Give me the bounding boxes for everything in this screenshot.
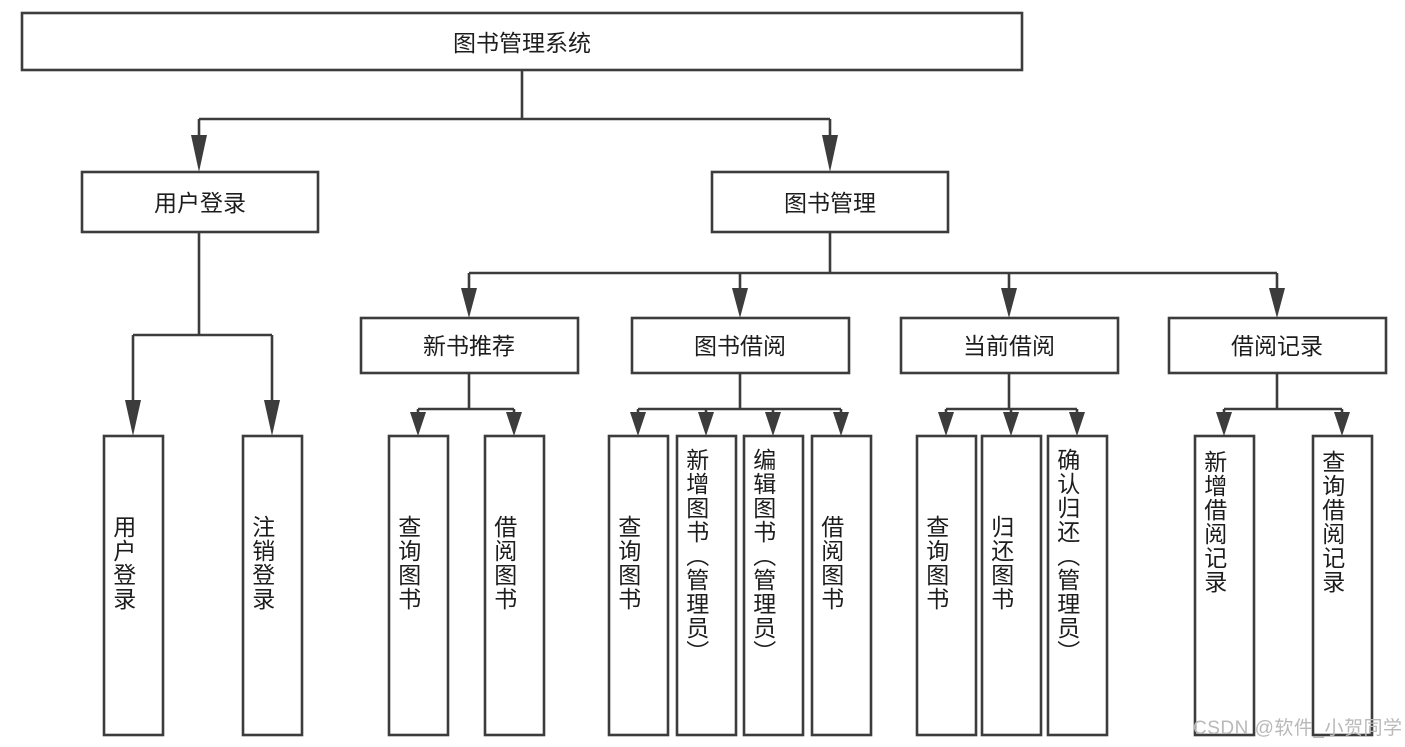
- node-book-manage-label: 图书管理: [784, 190, 876, 216]
- node-current-borrow-label: 当前借阅: [963, 333, 1055, 359]
- node-borrow-record-label: 借阅记录: [1231, 333, 1323, 359]
- node-book-manage[interactable]: 图书管理: [710, 170, 950, 234]
- connector-userlogin-to-leaves: [125, 232, 280, 436]
- node-leaf-query-book-3[interactable]: [915, 434, 978, 737]
- node-leaf-query-book-1[interactable]: [387, 434, 450, 737]
- connector-booklmanage-to-level2: [461, 232, 1285, 318]
- connector-bookborrow-to-leaves: [630, 373, 849, 436]
- node-book-borrow-label: 图书借阅: [694, 333, 786, 359]
- node-borrow-record[interactable]: 借阅记录: [1167, 316, 1388, 375]
- node-book-borrow[interactable]: 图书借阅: [630, 316, 851, 375]
- node-leaf-edit-book[interactable]: [742, 434, 805, 737]
- node-user-login-label: 用户登录: [154, 190, 246, 216]
- node-leaf-return-book[interactable]: [980, 434, 1043, 737]
- connector-newbook-to-leaves: [410, 373, 522, 436]
- node-leaf-logout[interactable]: [241, 434, 304, 737]
- node-root[interactable]: 图书管理系统: [20, 11, 1024, 72]
- csdn-watermark: CSDN @软件_小贺同学: [1193, 718, 1403, 739]
- node-leaf-add-book[interactable]: [675, 434, 738, 737]
- node-leaf-borrow-book-2[interactable]: [810, 434, 873, 737]
- node-leaf-add-record[interactable]: [1193, 434, 1256, 737]
- node-user-login[interactable]: 用户登录: [80, 170, 320, 234]
- node-leaf-query-book-2[interactable]: [607, 434, 670, 737]
- node-new-book-recommend[interactable]: 新书推荐: [359, 316, 580, 375]
- node-leaf-borrow-book-1[interactable]: [483, 434, 546, 737]
- node-current-borrow[interactable]: 当前借阅: [899, 316, 1120, 375]
- node-leaf-confirm-return[interactable]: [1046, 434, 1109, 737]
- node-root-label: 图书管理系统: [453, 30, 591, 56]
- connector-currentborrow-to-leaves: [938, 373, 1085, 436]
- connector-root-to-level1: [191, 70, 838, 172]
- node-new-book-recommend-label: 新书推荐: [423, 333, 515, 359]
- node-leaf-user-login[interactable]: [102, 434, 165, 737]
- connector-borrowrecord-to-leaves: [1216, 373, 1350, 436]
- node-leaf-query-record[interactable]: [1311, 434, 1374, 737]
